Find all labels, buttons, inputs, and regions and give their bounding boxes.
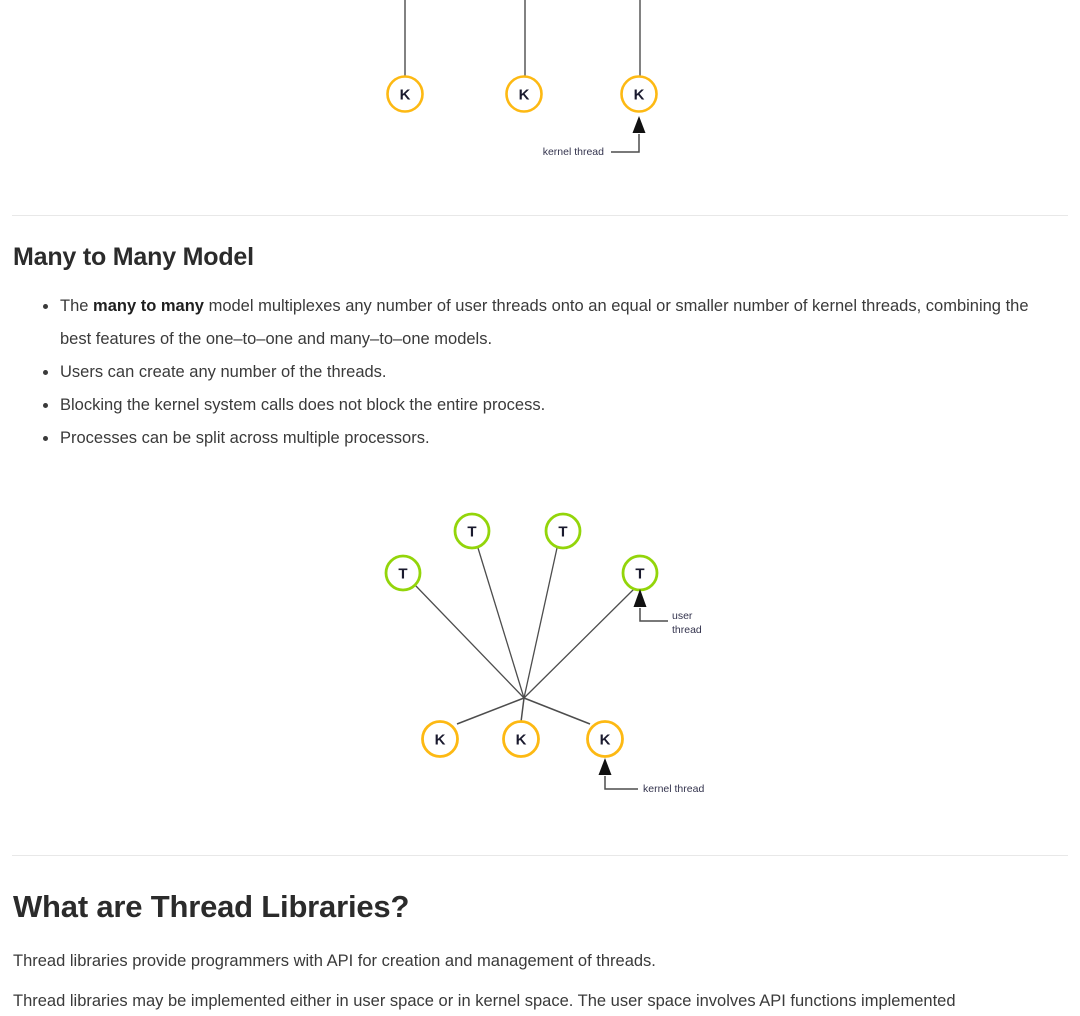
callout-arrow-head [633,589,647,607]
callout-elbow-line [611,134,640,153]
callout-elbow-line [639,608,668,622]
callout-elbow-line [604,776,638,790]
paragraph-thread-libraries-1: Thread libraries provide programmers wit… [13,952,656,970]
kernel-node-group-top: K K K [386,75,658,113]
list-item: The many to many model multiplexes any n… [43,290,1043,356]
list-item: Users can create any number of the threa… [43,356,1043,389]
kernel-node-circle [421,720,459,758]
many-to-many-feature-list: The many to many model multiplexes any n… [13,290,1043,455]
kernel-node-circle [386,75,424,113]
spoke-user-1 [414,584,525,699]
user-node-group: T T T T [384,512,659,592]
list-item: Blocking the kernel system calls does no… [43,389,1043,422]
kernel-thread-callout-label: kernel thread [643,783,704,795]
spoke-kernel-1 [456,697,525,725]
spoke-user-3 [523,547,558,699]
page-heading-thread-libraries: What are Thread Libraries? [13,889,410,924]
kernel-node-label: K [519,87,530,104]
spoke-user-2 [477,547,525,699]
user-thread-callout-label-line1: user [672,610,693,622]
kernel-node-circle [505,75,543,113]
list-item: Processes can be split across multiple p… [43,422,1043,455]
section-divider-top [12,215,1068,216]
user-thread-callout: user thread [633,589,702,636]
bullet-text: Users can create any number of the threa… [60,363,387,381]
section-divider-middle [12,855,1068,856]
user-node-circle [544,512,582,550]
bullet-text-suffix: model multiplexes any number of user thr… [60,297,1029,348]
spoke-user-4 [523,588,635,699]
kernel-node-label: K [435,732,446,749]
spoke-kernel-2 [520,697,525,723]
kernel-node-label: K [516,732,527,749]
user-node-circle [384,554,422,592]
page-heading-many-to-many: Many to Many Model [13,243,254,271]
kernel-node-circle [586,720,624,758]
kernel-thread-callout-label: kernel thread [543,146,604,158]
spoke-kernel-3 [523,697,591,725]
paragraph-thread-libraries-2: Thread libraries may be implemented eith… [13,992,956,1010]
kernel-thread-spokes [456,697,591,725]
kernel-node-label: K [634,87,645,104]
user-node-label: T [635,566,644,583]
kernel-thread-callout-top: kernel thread [543,116,646,158]
user-node-label: T [398,566,407,583]
user-thread-callout-label-line2: thread [672,624,702,636]
kernel-node-group-bottom: K K K [421,720,624,758]
kernel-node-label: K [400,87,411,104]
kernel-node-circle [502,720,540,758]
user-thread-spokes [414,547,635,699]
bullet-text: Processes can be split across multiple p… [60,429,430,447]
many-to-many-model-diagram: T T T T K K K user [0,495,1080,825]
kernel-thread-callout-bottom: kernel thread [598,758,704,795]
kernel-thread-vertical-lines [404,0,641,77]
one-to-one-model-diagram: K K K kernel thread [0,0,1080,215]
bullet-text: Blocking the kernel system calls does no… [60,396,546,414]
callout-arrow-head [632,116,646,133]
user-node-label: T [467,524,476,541]
user-node-label: T [558,524,567,541]
callout-arrow-head [598,758,612,775]
bullet-text-bold: many to many [93,297,204,315]
bullet-text-prefix: The [60,297,94,315]
user-node-circle [453,512,491,550]
kernel-node-label: K [600,732,611,749]
kernel-node-circle [620,75,658,113]
